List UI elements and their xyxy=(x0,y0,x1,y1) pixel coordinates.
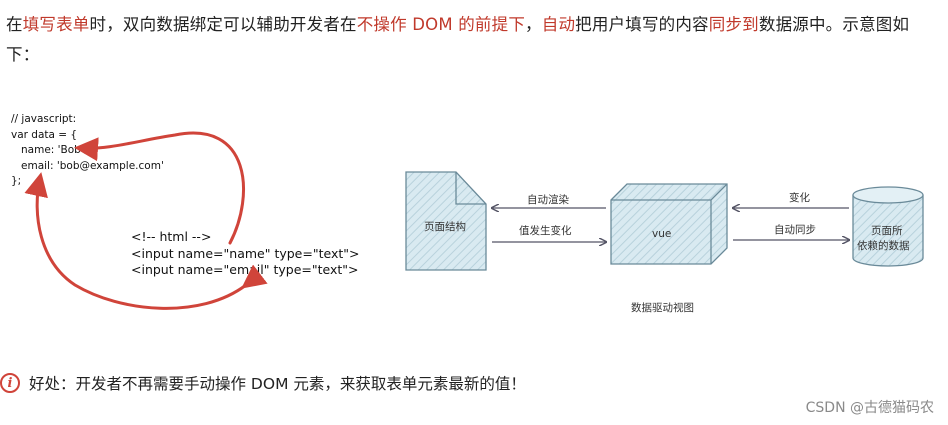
intro-text: 时，双向数据绑定可以辅助开发者在 xyxy=(89,15,357,34)
vue-box-shape xyxy=(610,183,728,265)
js-line: // javascript: xyxy=(11,113,77,125)
js-line: }; xyxy=(11,175,22,187)
auto-render-label: 自动渲染 xyxy=(527,194,569,206)
arrow-email-binding xyxy=(24,172,268,310)
intro-text: ， xyxy=(525,15,542,34)
datasource-label-line1: 页面所 xyxy=(871,225,903,237)
page-structure-shape xyxy=(405,171,487,271)
intro-paragraph: 在填写表单时，双向数据绑定可以辅助开发者在不操作 DOM 的前提下，自动把用户填… xyxy=(6,10,936,70)
intro-highlight-sync: 同步到 xyxy=(708,15,759,34)
diagram-caption: 数据驱动视图 xyxy=(631,302,694,314)
intro-highlight-fill-form: 填写表单 xyxy=(22,15,90,34)
watermark: CSDN @古德猫码农 xyxy=(805,400,934,416)
js-line: email: 'bob@example.com' xyxy=(11,159,164,172)
arrow-name-binding xyxy=(74,131,246,245)
auto-sync-label: 自动同步 xyxy=(774,224,816,236)
page-structure-label: 页面结构 xyxy=(424,221,466,233)
intro-text: 把用户填写的内容 xyxy=(575,15,709,34)
benefit-tip: i 好处：开发者不再需要手动操作 DOM 元素，来获取表单元素最新的值！ xyxy=(0,372,526,394)
value-change-label: 值发生变化 xyxy=(519,225,572,237)
intro-text: 数据源中。示意图如下： xyxy=(6,15,910,64)
change-label: 变化 xyxy=(789,192,810,204)
datasource-label-line2: 依赖的数据 xyxy=(857,240,910,252)
intro-highlight-auto: 自动 xyxy=(541,15,576,34)
intro-text: 在 xyxy=(6,15,23,34)
info-icon: i xyxy=(0,373,20,393)
datasource-cylinder xyxy=(852,195,924,267)
vue-label: vue xyxy=(652,228,672,240)
intro-highlight-no-dom: 不操作 DOM 的前提下 xyxy=(356,15,526,34)
js-code-block: // javascript:var data = { name: 'Bob', … xyxy=(11,112,164,190)
js-line: var data = { xyxy=(11,128,78,141)
benefit-text: 好处：开发者不再需要手动操作 DOM 元素，来获取表单元素最新的值！ xyxy=(29,375,526,393)
